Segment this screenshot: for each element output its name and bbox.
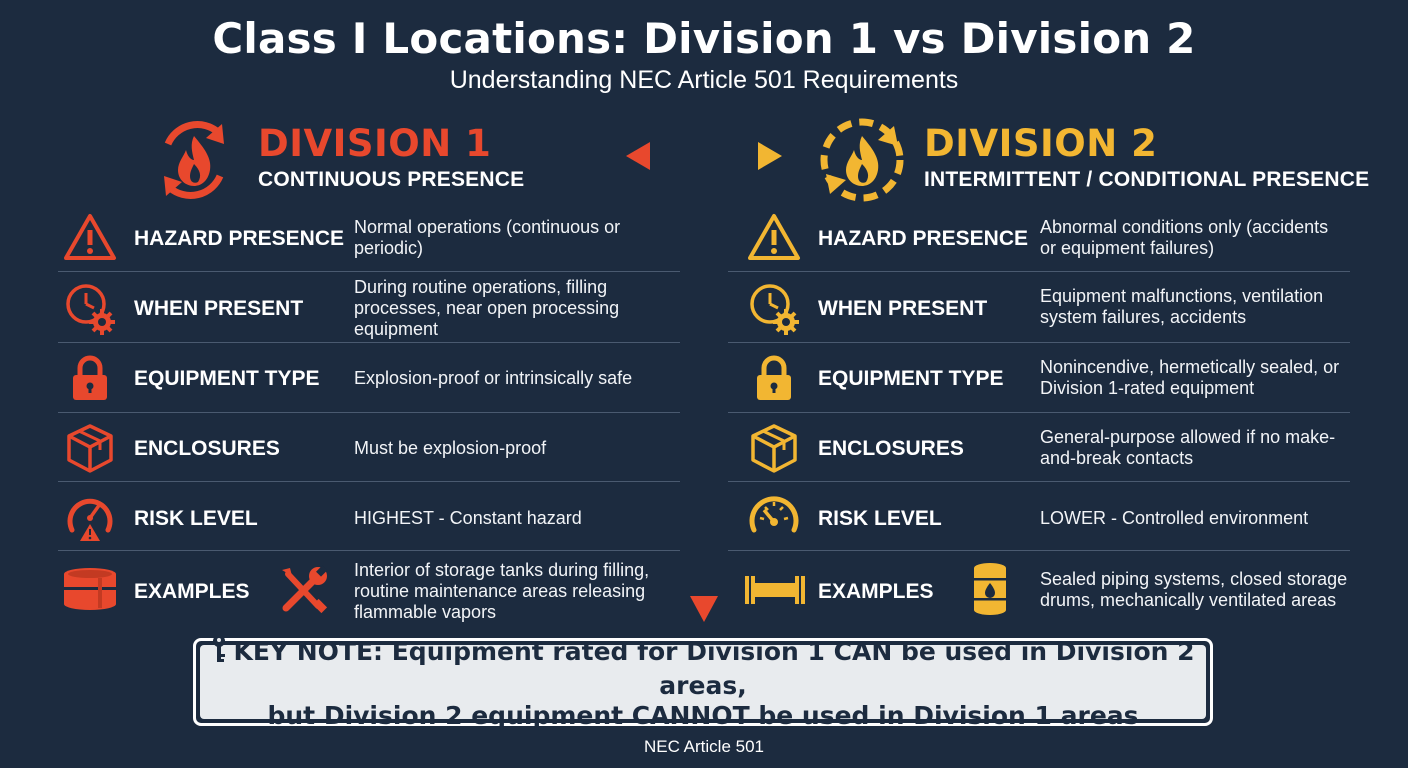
pipe-icon [744, 562, 806, 618]
box-icon [62, 420, 118, 476]
d1-divider [58, 271, 680, 272]
footer-source: NEC Article 501 [644, 737, 764, 756]
d1-equipment-label: EQUIPMENT TYPE [134, 367, 320, 390]
d2-divider [728, 481, 1350, 482]
d2-equipment-label: EQUIPMENT TYPE [818, 367, 1004, 390]
fire-cycle-icon [148, 114, 240, 211]
page-title: Class I Locations: Division 1 vs Divisio… [212, 14, 1196, 63]
warning-icon [746, 210, 802, 266]
d1-risk-label: RISK LEVEL [134, 507, 258, 530]
d1-examples-value: Interior of storage tanks during filling… [354, 559, 650, 622]
gauge-icon [746, 488, 802, 544]
d1-divider [58, 342, 680, 343]
d1-divider [58, 481, 680, 482]
division2-title: DIVISION 2 [924, 122, 1158, 165]
d2-hazard-value: Abnormal conditions only (accidents or e… [1040, 217, 1329, 258]
page-subtitle: Understanding NEC Article 501 Requiremen… [449, 66, 959, 94]
key-note-line2: but Division 2 equipment CANNOT be used … [267, 700, 1139, 730]
d2-divider [728, 412, 1350, 413]
key-note-panel: KEY NOTE: Equipment rated for Division 1… [200, 634, 1206, 730]
d1-enclosures-value: Must be explosion-proof [354, 437, 547, 458]
d1-examples-label: EXAMPLES [134, 580, 250, 603]
key-note-line1: KEY NOTE: Equipment rated for Division 1… [233, 636, 1195, 700]
key-icon [211, 634, 227, 671]
lock-icon [62, 350, 118, 406]
oil-drum-icon [962, 560, 1018, 616]
d1-risk-value: HIGHEST - Constant hazard [354, 507, 582, 528]
d2-divider [728, 342, 1350, 343]
d2-divider [728, 271, 1350, 272]
d2-equipment-value: Nonincendive, hermetically sealed, or Di… [1040, 357, 1340, 398]
d2-divider [728, 550, 1350, 551]
box-icon [746, 420, 802, 476]
warning-icon [62, 210, 118, 266]
lock-icon [746, 350, 802, 406]
d2-examples-value: Sealed piping systems, closed storage dr… [1040, 569, 1348, 610]
division1-title: DIVISION 1 [258, 122, 492, 165]
d1-divider [58, 550, 680, 551]
d2-risk-value: LOWER - Controlled environment [1040, 507, 1309, 528]
division2-subtitle: INTERMITTENT / CONDITIONAL PRESENCE [924, 168, 1370, 191]
division1-subtitle: CONTINUOUS PRESENCE [258, 168, 525, 191]
d1-divider [58, 412, 680, 413]
d1-hazard-value: Normal operations (continuous or periodi… [354, 217, 621, 258]
d2-when-value: Equipment malfunctions, ventilation syst… [1040, 286, 1324, 327]
fire-dashed-cycle-icon [814, 112, 910, 213]
d2-hazard-label: HAZARD PRESENCE [818, 227, 1029, 250]
gauge-warning-icon [62, 488, 118, 544]
d1-equipment-value: Explosion-proof or intrinsically safe [354, 367, 633, 388]
d2-when-label: WHEN PRESENT [818, 297, 988, 320]
wrench-screwdriver-icon [276, 562, 332, 618]
d1-when-label: WHEN PRESENT [134, 297, 304, 320]
key-note-box: KEY NOTE: Equipment rated for Division 1… [193, 634, 1213, 730]
d1-when-value: During routine operations, filling proce… [354, 276, 620, 339]
clock-gear-icon [62, 280, 118, 336]
key-note-text: KEY NOTE: Equipment rated for Division 1… [200, 634, 1206, 731]
d2-examples-label: EXAMPLES [818, 580, 934, 603]
d1-hazard-label: HAZARD PRESENCE [134, 227, 345, 250]
d2-enclosures-value: General-purpose allowed if no make-and-b… [1040, 427, 1336, 468]
d2-enclosures-label: ENCLOSURES [818, 437, 964, 460]
clock-gear-icon [746, 280, 802, 336]
d2-risk-label: RISK LEVEL [818, 507, 942, 530]
d1-enclosures-label: ENCLOSURES [134, 437, 280, 460]
tank-icon [62, 562, 118, 618]
